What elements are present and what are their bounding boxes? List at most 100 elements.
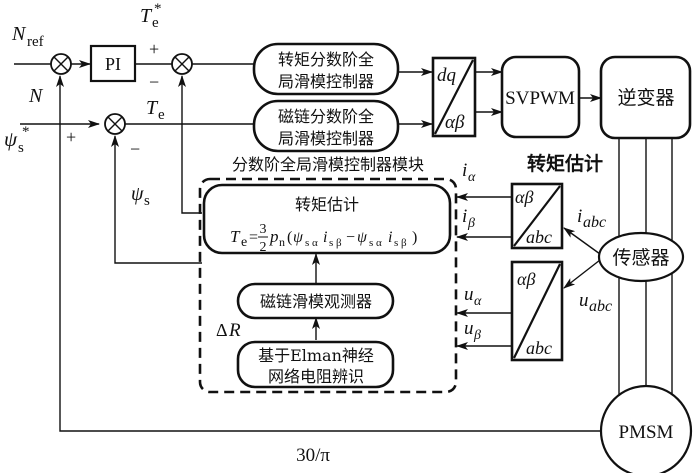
plus-sign-torque: + (149, 39, 159, 59)
wire-sensor-voltage (563, 259, 601, 289)
current-transform-top: αβ (515, 187, 533, 207)
torque-controller-label-1: 转矩分数阶全 (278, 50, 374, 69)
te-ref-sub: e (152, 15, 159, 31)
svpwm-block: SVPWM (500, 55, 581, 139)
psi-ref-symbol: ψ (4, 127, 18, 151)
i-abc-symbol: i (577, 206, 582, 227)
label-n: N (28, 85, 44, 107)
wire-sensor-current (563, 227, 601, 255)
voltage-transform-top: αβ (517, 269, 535, 289)
alphabeta-label: αβ (445, 112, 465, 133)
label-u-beta: u β (464, 318, 481, 343)
delta-r-label: Δ R (216, 320, 241, 341)
te-symbol: T (146, 97, 159, 119)
flux-controller-label-2: 局滑模控制器 (278, 129, 374, 148)
sensor-label: 传感器 (612, 247, 669, 269)
formula-i1-sub: s β (329, 237, 342, 249)
n-ref-sub: ref (27, 34, 44, 50)
formula-open: ( (287, 229, 292, 246)
fractional-global-sliding-mode-module: 分数阶全局滑模控制器模块 转矩估计 T e = 3 2 p n ( ψ s α … (198, 155, 458, 394)
psi-ref-sup: * (22, 124, 30, 140)
sum-junction-torque (171, 53, 193, 75)
flux-controller-label-1: 磁链分数阶全 (278, 107, 374, 126)
i-alpha-sub: α (468, 170, 476, 185)
u-abc-symbol: u (579, 290, 589, 311)
formula-den: 2 (260, 240, 267, 255)
r-symbol: R (228, 320, 241, 341)
flux-observer-label: 磁链滑模观测器 (260, 292, 372, 311)
plus-sign-flux: + (66, 127, 76, 147)
torque-estimation-label: 转矩估计 (527, 152, 603, 175)
svpwm-label: SVPWM (505, 88, 575, 109)
module-title: 分数阶全局滑模控制器模块 (232, 155, 424, 174)
dq-to-alphabeta-block: dq αβ (431, 56, 477, 138)
label-u-alpha: u α (464, 284, 482, 309)
pmsm-block: PMSM (599, 384, 693, 473)
formula-psi1: ψ (293, 229, 304, 246)
formula-psi1-sub: s α (305, 237, 318, 249)
delta-symbol: Δ (216, 320, 228, 340)
formula-te-sub: e (241, 235, 247, 250)
pi-block: PI (89, 44, 137, 83)
u-beta-symbol: u (464, 318, 474, 339)
formula-p: p (269, 227, 279, 246)
label-psi-ref: ψ s * (4, 124, 30, 156)
formula-te: T (230, 227, 241, 246)
u-alpha-sub: α (474, 294, 482, 309)
elman-label-1: 基于Elman神经 (258, 346, 374, 365)
torque-controller-block: 转矩分数阶全 局滑模控制器 (252, 42, 400, 96)
formula-p-sub: n (279, 235, 285, 249)
torque-estimator-title: 转矩估计 (295, 195, 359, 214)
wire-torque-feedback (178, 75, 202, 214)
te-ref-symbol: T (140, 5, 153, 27)
formula-eq: = (249, 229, 258, 246)
u-abc-sub: abc (589, 298, 612, 315)
label-te: T e (146, 97, 165, 123)
formula-i2-sub: s β (394, 237, 407, 249)
n-symbol: N (28, 85, 44, 107)
current-transform-bottom: abc (526, 227, 552, 247)
torque-controller-label-2: 局滑模控制器 (278, 72, 374, 91)
i-beta-symbol: i (462, 206, 467, 227)
minus-sign-flux: − (130, 139, 140, 159)
label-te-ref: T e * (140, 1, 162, 31)
label-i-abc: i abc (577, 206, 606, 231)
gain-label: 30/π (296, 445, 330, 466)
formula-i2: i (388, 229, 392, 246)
sensor-block: 传感器 (597, 231, 685, 283)
i-beta-sub: β (467, 216, 475, 231)
inverter-block: 逆变器 (599, 55, 692, 140)
inverter-label: 逆变器 (617, 87, 674, 109)
u-beta-sub: β (473, 328, 481, 343)
formula-minus: − (346, 229, 355, 246)
label-i-alpha: i α (462, 160, 476, 185)
formula-close: ) (412, 229, 417, 246)
n-ref-symbol: N (11, 23, 27, 45)
minus-sign-torque: − (149, 72, 159, 92)
formula-i1: i (323, 229, 327, 246)
torque-formula: T e = 3 2 p n ( ψ s α i s β − ψ s α i s … (230, 222, 417, 255)
formula-num: 3 (260, 222, 267, 237)
voltage-transform-bottom: abc (526, 338, 552, 358)
current-transform-block: αβ abc (510, 182, 564, 250)
formula-psi2-sub: s α (369, 237, 382, 249)
wire-speed-feedback (56, 75, 600, 432)
i-abc-sub: abc (583, 214, 606, 231)
label-u-abc: u abc (579, 290, 612, 315)
sum-junction-speed (50, 53, 72, 75)
psi-s-symbol: ψ (131, 183, 144, 205)
wire-flux-feedback (111, 135, 202, 264)
elman-label-2: 网络电阻辨识 (268, 367, 364, 386)
label-psi-s: ψ s (131, 183, 150, 209)
elman-resistance-id-block: 基于Elman神经 网络电阻辨识 (236, 340, 395, 389)
dq-label: dq (437, 65, 457, 86)
formula-psi2: ψ (357, 229, 368, 246)
te-ref-sup: * (154, 1, 162, 17)
psi-s-sub: s (144, 193, 150, 209)
flux-controller-block: 磁链分数阶全 局滑模控制器 (252, 99, 400, 153)
torque-estimator-block: 转矩估计 T e = 3 2 p n ( ψ s α i s β − ψ s α… (202, 183, 452, 255)
psi-ref-sub: s (18, 140, 24, 156)
label-n-ref: N ref (11, 23, 44, 50)
i-alpha-symbol: i (462, 160, 467, 181)
